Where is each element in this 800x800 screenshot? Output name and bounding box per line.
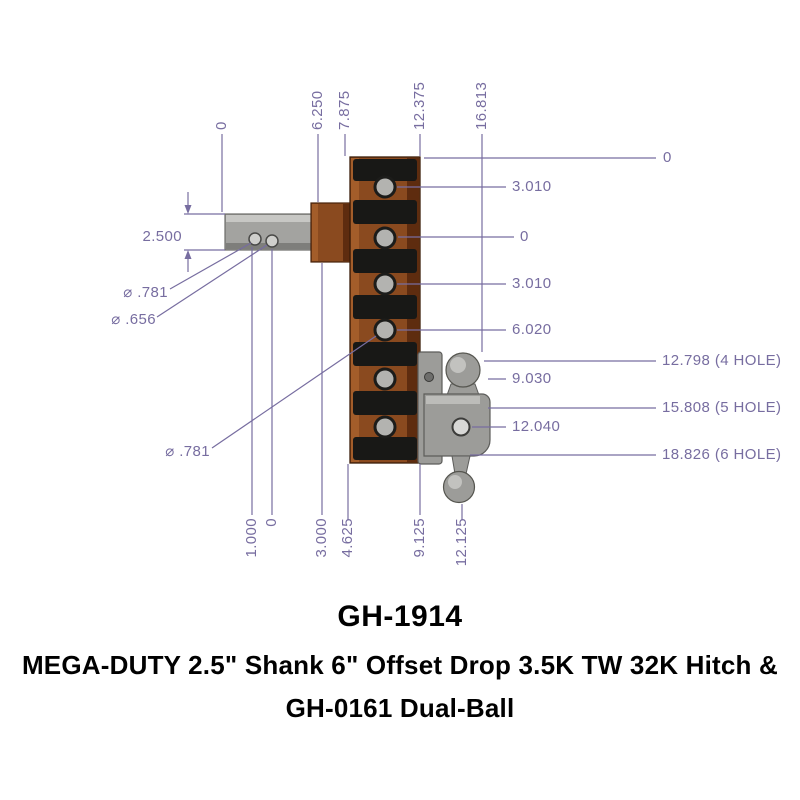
arrow-up <box>184 250 192 259</box>
channel-bar <box>349 156 421 464</box>
dim-bottom-label: 9.125 <box>411 518 428 558</box>
shank-highlight <box>226 215 326 222</box>
dim-bottom-label: 4.625 <box>339 518 356 558</box>
shank-hole-1 <box>248 232 262 246</box>
mount-bolt-top <box>424 372 434 382</box>
receiver-bracket <box>310 202 352 263</box>
dim-right-label: 6.020 <box>512 321 552 338</box>
shank-hole-2 <box>265 234 279 248</box>
dim-right-label: 0 <box>663 149 672 166</box>
channel-ribs <box>353 159 417 460</box>
hitch-assembly-drawing <box>156 134 656 520</box>
dimension-lines <box>156 134 656 520</box>
channel-holes <box>373 175 397 439</box>
dim-right-label: 12.040 <box>512 418 561 435</box>
dim-top-label: 7.875 <box>336 90 353 130</box>
top-ball-specular <box>450 357 466 373</box>
dim-right-label: 0 <box>520 228 529 245</box>
dim-left-label: ⌀ .781 <box>123 284 168 301</box>
dim-top-label: 0 <box>213 121 230 130</box>
arrow-down <box>184 205 192 214</box>
shank-part <box>224 213 328 251</box>
dim-top-label: 12.375 <box>411 81 428 130</box>
dim-bottom-label: 12.125 <box>453 518 470 567</box>
dim-right-label: 18.826 (6 HOLE) <box>662 446 782 463</box>
part-number: GH-1914 <box>337 600 463 633</box>
dim-top-label: 16.813 <box>473 81 490 130</box>
dim-top-label: 6.250 <box>309 90 326 130</box>
description-line2: GH-0161 Dual-Ball <box>285 693 515 723</box>
dim-right-label: 15.808 (5 HOLE) <box>662 399 782 416</box>
dual-ball-mount <box>417 351 491 504</box>
dim-right-label: 3.010 <box>512 275 552 292</box>
mount-body-highlight <box>426 396 480 404</box>
dim-left-label: 2.500 <box>142 228 182 245</box>
title-block: GH-1914 MEGA-DUTY 2.5" Shank 6" Offset D… <box>0 600 800 730</box>
bottom-ball-specular <box>448 475 462 489</box>
dim-bottom-label: 0 <box>263 518 280 527</box>
dim-right-label: 9.030 <box>512 370 552 387</box>
dim-left-label: ⌀ .656 <box>111 311 156 328</box>
dim-right-label: 12.798 (4 HOLE) <box>662 352 782 369</box>
mount-hole <box>451 417 471 437</box>
dim-bottom-label: 3.000 <box>313 518 330 558</box>
dim-left-label: ⌀ .781 <box>165 443 210 460</box>
description-line1: MEGA-DUTY 2.5" Shank 6" Offset Drop 3.5K… <box>21 650 779 680</box>
dim-bottom-label: 1.000 <box>243 518 260 558</box>
dim-right-label: 3.010 <box>512 178 552 195</box>
